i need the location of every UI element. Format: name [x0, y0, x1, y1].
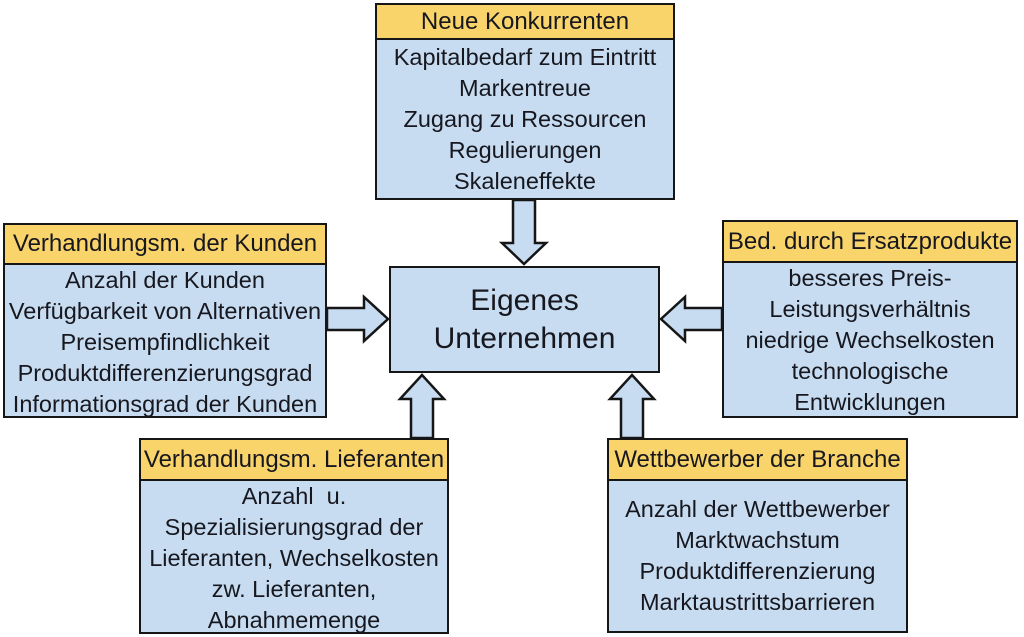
box-line: Entwicklungen — [794, 389, 946, 415]
box-line: Regulierungen — [448, 136, 602, 163]
suppliers-arrow — [397, 373, 447, 440]
box-line: niedrige Wechselkosten — [745, 327, 995, 353]
box-line: Leistungsverhältnis — [769, 296, 971, 322]
box-body-industry-competitors: Anzahl der Wettbewerber Marktwachstum Pr… — [609, 481, 906, 631]
box-header-industry-competitors: Wettbewerber der Branche — [609, 440, 906, 481]
customers-arrow — [325, 294, 390, 344]
box-body-new-competitors: Kapitalbedarf zum Eintritt Markentreue Z… — [377, 40, 673, 198]
box-line: Produktdifferenzierungsgrad — [17, 360, 313, 386]
box-supplier-bargaining-power: Verhandlungsm. Lieferanten Anzahl u. Spe… — [139, 438, 449, 634]
box-line: Kapitalbedarf zum Eintritt — [393, 43, 657, 70]
box-line: Anzahl u. — [241, 483, 347, 509]
box-line: Abnahmemenge — [207, 607, 381, 633]
box-header-new-competitors: Neue Konkurrenten — [377, 5, 673, 40]
center-label-line: Eigenes — [470, 283, 579, 317]
industry-rivals-arrow — [607, 373, 657, 440]
box-body-substitute-products: besseres Preis- Leistungsverhältnis nied… — [724, 263, 1016, 418]
box-line: Verfügbarkeit von Alternativen — [8, 298, 322, 324]
box-line: technologische — [791, 358, 949, 384]
box-new-competitors: Neue Konkurrenten Kapitalbedarf zum Eint… — [375, 3, 675, 200]
box-line: Lieferanten, Wechselkosten — [149, 545, 439, 571]
box-header-supplier-bargaining-power: Verhandlungsm. Lieferanten — [141, 440, 447, 481]
box-line: Produktdifferenzierung — [639, 558, 876, 584]
box-line: Marktaustrittsbarrieren — [639, 589, 876, 615]
box-body-supplier-bargaining-power: Anzahl u. Spezialisierungsgrad der Liefe… — [141, 481, 447, 636]
box-line: Zugang zu Ressourcen — [403, 105, 647, 132]
box-header-customer-bargaining-power: Verhandlungsm. der Kunden — [5, 225, 325, 265]
box-line: Spezialisierungsgrad der — [164, 514, 424, 540]
box-line: Marktwachstum — [675, 527, 840, 553]
box-customer-bargaining-power: Verhandlungsm. der Kunden Anzahl der Kun… — [3, 223, 327, 418]
box-body-customer-bargaining-power: Anzahl der Kunden Verfügbarkeit von Alte… — [5, 265, 325, 420]
box-line: Anzahl der Kunden — [65, 267, 265, 293]
box-line: Skaleneffekte — [454, 167, 596, 194]
box-line: Informationsgrad der Kunden — [12, 391, 318, 417]
center-label-line: Unternehmen — [433, 321, 616, 355]
new-competitors-arrow — [498, 198, 550, 266]
box-line: besseres Preis- — [788, 265, 952, 291]
box-line: Markentreue — [459, 74, 591, 101]
box-line: zw. Lieferanten, — [211, 576, 377, 602]
box-substitute-products: Bed. durch Ersatzprodukte besseres Preis… — [722, 220, 1018, 418]
box-industry-competitors: Wettbewerber der Branche Anzahl der Wett… — [607, 438, 908, 633]
box-line: Anzahl der Wettbewerber — [625, 496, 890, 522]
box-line: Preisempfindlichkeit — [60, 329, 270, 355]
center-box-own-company: Eigenes Unternehmen — [389, 266, 660, 373]
substitutes-arrow — [659, 294, 724, 344]
box-header-substitute-products: Bed. durch Ersatzprodukte — [724, 222, 1016, 263]
